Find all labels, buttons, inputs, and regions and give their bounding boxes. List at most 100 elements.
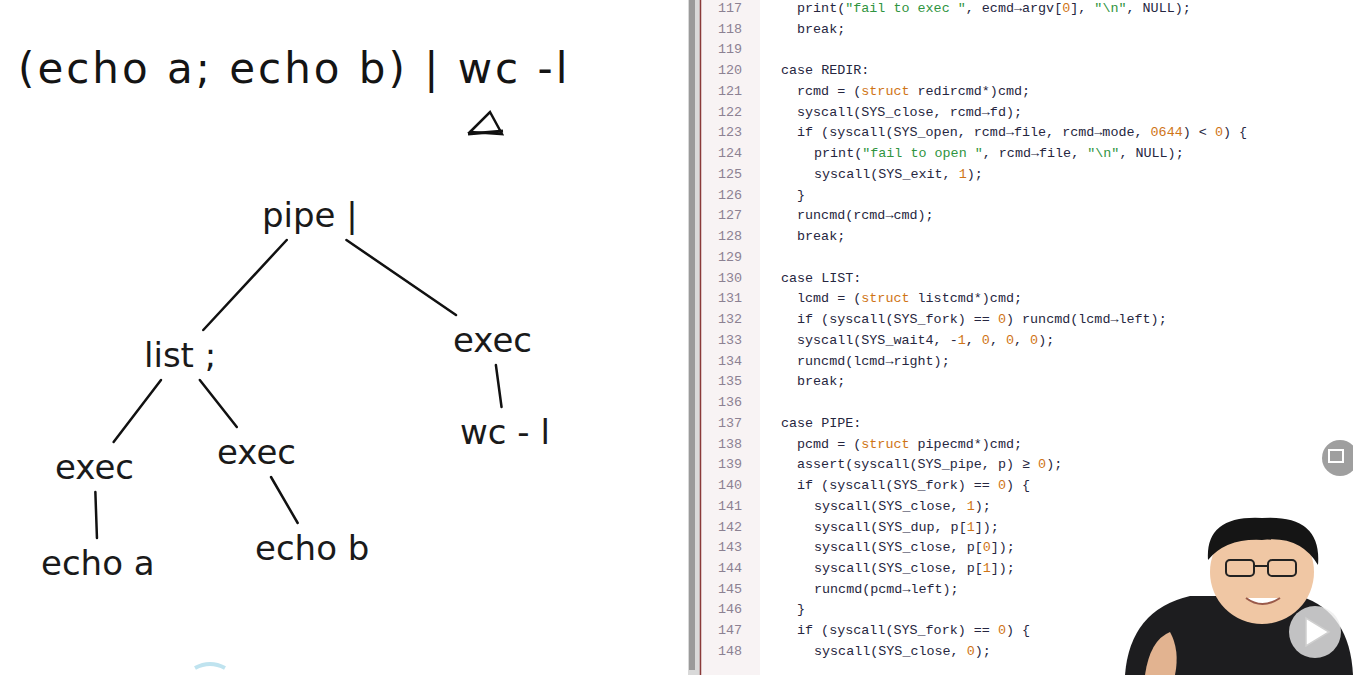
line-number: 147 — [702, 623, 742, 638]
presenter — [1125, 518, 1353, 675]
line-number: 145 — [702, 582, 742, 597]
side-button — [1322, 440, 1353, 476]
pen-scribble — [468, 131, 503, 134]
code-token: 0 — [1030, 333, 1038, 348]
code-token: 1 — [967, 499, 975, 514]
code-token: 0644 — [1151, 125, 1183, 140]
line-number: 141 — [702, 499, 742, 514]
code-token: 0 — [1038, 457, 1046, 472]
code-token: struct — [861, 437, 909, 452]
code-token: "fail to open " — [862, 146, 983, 161]
line-number: 128 — [702, 229, 742, 244]
tree-node: echo a — [33, 539, 163, 587]
node-label: list ; — [144, 335, 216, 375]
code-line: syscall(SYS_close, 1); — [814, 499, 991, 514]
gutter — [700, 0, 760, 675]
line-number: 133 — [702, 333, 742, 348]
line-number: 124 — [702, 146, 742, 161]
node-label: pipe | — [262, 195, 358, 235]
code-token: "fail to exec " — [845, 1, 966, 16]
code-line: pcmd = (struct pipecmd*)cmd; — [797, 437, 1022, 452]
tree-edge — [95, 492, 97, 538]
line-number: 129 — [702, 250, 742, 265]
code-line: break; — [797, 374, 845, 389]
line-number: 139 — [702, 457, 742, 472]
code-line: case REDIR: — [781, 63, 869, 78]
code-line: } — [797, 602, 805, 617]
tree-edge — [203, 240, 286, 330]
tree-edge — [114, 380, 161, 442]
line-number: 120 — [702, 63, 742, 78]
code-line: runcmd(pcmd→left); — [814, 582, 959, 597]
line-number: 143 — [702, 540, 742, 555]
tree-node: wc - l — [452, 408, 558, 456]
code-line: syscall(SYS_close, rcmd→fd); — [797, 105, 1022, 120]
code-line: if (syscall(SYS_open, rcmd→file, rcmd→mo… — [797, 125, 1247, 140]
scrollbar — [688, 0, 700, 675]
line-number: 122 — [702, 105, 742, 120]
code-token: 0 — [967, 644, 975, 659]
line-number: 121 — [702, 84, 742, 99]
tree-edge — [496, 365, 502, 407]
tree-node: echo b — [247, 524, 377, 572]
line-number: 131 — [702, 291, 742, 306]
pen-mark — [195, 664, 225, 668]
tree-node: exec — [209, 428, 304, 476]
line-number: 136 — [702, 395, 742, 410]
line-number: 138 — [702, 437, 742, 452]
code-line: syscall(SYS_wait4, -1, 0, 0, 0); — [797, 333, 1054, 348]
line-number: 130 — [702, 271, 742, 286]
code-token: 0 — [998, 312, 1006, 327]
code-token: 0 — [983, 540, 991, 555]
code-line: syscall(SYS_dup, p[1]); — [814, 520, 999, 535]
tree-node: list ; — [136, 331, 224, 379]
code-line: if (syscall(SYS_fork) == 0) runcmd(lcmd→… — [797, 312, 1167, 327]
line-number: 117 — [702, 1, 742, 16]
line-number: 119 — [702, 42, 742, 57]
code-token: "\n" — [1087, 146, 1119, 161]
code-line: if (syscall(SYS_fork) == 0) { — [797, 478, 1030, 493]
tree-node: exec — [47, 443, 142, 491]
code-token: 0 — [998, 623, 1006, 638]
line-number: 132 — [702, 312, 742, 327]
line-number: 148 — [702, 644, 742, 659]
code-token: 0 — [982, 333, 990, 348]
line-number: 126 — [702, 188, 742, 203]
node-label: exec — [453, 320, 532, 360]
code-line: syscall(SYS_exit, 1); — [814, 167, 983, 182]
line-number: 118 — [702, 22, 742, 37]
node-label: wc - l — [460, 412, 550, 452]
line-number: 123 — [702, 125, 742, 140]
code-line: break; — [797, 229, 845, 244]
code-line: syscall(SYS_close, 0); — [814, 644, 991, 659]
line-number: 127 — [702, 208, 742, 223]
code-line: case PIPE: — [781, 416, 861, 431]
code-token: 0 — [1006, 333, 1014, 348]
code-token: 1 — [967, 520, 975, 535]
tree-edge — [271, 477, 298, 523]
diagram-title: (echo a; echo b) | wc -l — [18, 44, 570, 93]
node-label: exec — [217, 432, 296, 472]
code-token: 0 — [1215, 125, 1223, 140]
node-label: echo b — [255, 528, 369, 568]
code-line: runcmd(lcmd→right); — [797, 354, 950, 369]
code-token: 0 — [998, 478, 1006, 493]
line-number: 144 — [702, 561, 742, 576]
gutter-edge — [700, 0, 702, 675]
code-line: case LIST: — [781, 271, 861, 286]
code-line: if (syscall(SYS_fork) == 0) { — [797, 623, 1030, 638]
code-line: print("fail to open ", rcmd→file, "\n", … — [814, 146, 1184, 161]
scroll-thumb — [689, 0, 695, 670]
line-number: 134 — [702, 354, 742, 369]
code-token: 1 — [958, 333, 966, 348]
code-line: } — [797, 188, 805, 203]
code-token: struct — [861, 291, 909, 306]
play-button — [1289, 606, 1341, 658]
code-token: "\n" — [1094, 1, 1126, 16]
tree-edge — [346, 240, 456, 315]
code-line: runcmd(rcmd→cmd); — [797, 208, 934, 223]
line-number: 135 — [702, 374, 742, 389]
code-line: syscall(SYS_close, p[0]); — [814, 540, 1015, 555]
line-number: 137 — [702, 416, 742, 431]
code-line: break; — [797, 22, 845, 37]
